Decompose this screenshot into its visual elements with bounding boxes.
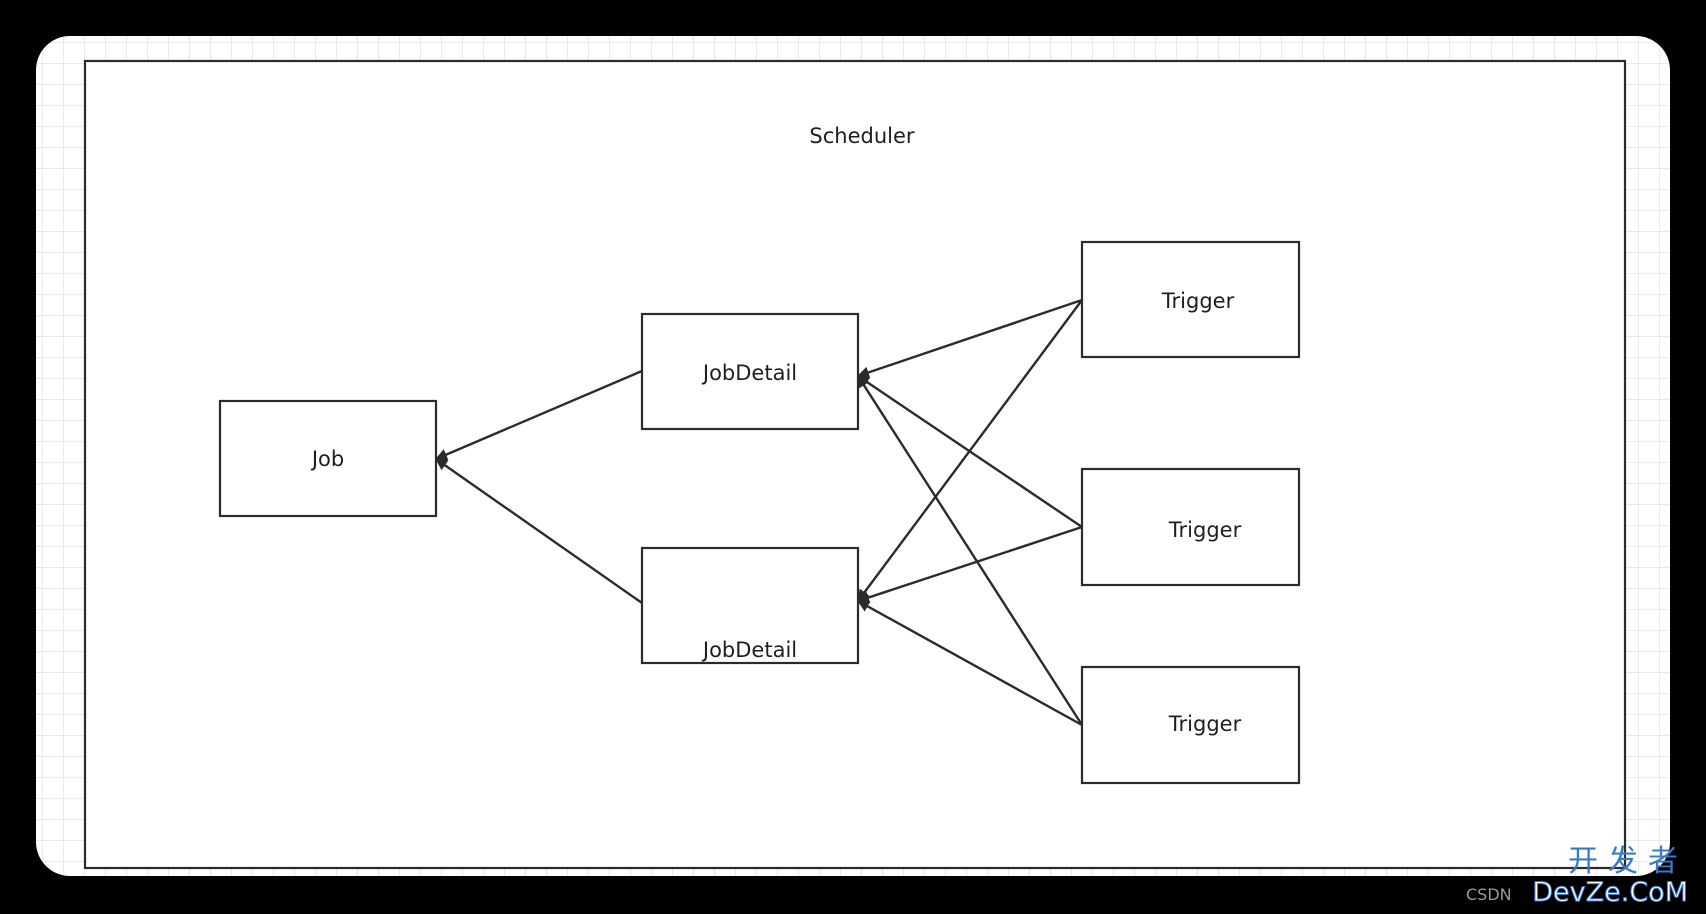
node-trigger-2[interactable]: Trigger — [1080, 467, 1301, 587]
node-jobdetail-2[interactable]: JobDetail — [640, 546, 860, 665]
edge-jobdetail-1-to-job[interactable] — [435, 369, 643, 461]
edge-trigger-1-to-jobdetail-1[interactable] — [857, 298, 1083, 379]
edge-trigger-2-to-jobdetail-1[interactable] — [857, 375, 1083, 528]
watermark-site-en: DevZe.CoM — [1532, 877, 1689, 909]
edge-trigger-3-to-jobdetail-1[interactable] — [856, 375, 1084, 726]
watermark-site-cn: 开发者 — [1568, 844, 1688, 879]
job-box[interactable] — [218, 399, 438, 518]
job-label: Job — [310, 447, 344, 471]
trigger-2-box[interactable] — [1080, 467, 1301, 587]
diagram-svg: Scheduler Job JobDetail JobDetail Tr — [83, 59, 1627, 870]
edge-jobdetail-2-to-job[interactable] — [435, 458, 643, 604]
edge-trigger-3-to-jobdetail-2[interactable] — [857, 599, 1083, 727]
watermark: 开发者 CSDN DevZe.CoM — [1466, 836, 1696, 909]
jobdetail-2-label: JobDetail — [701, 638, 797, 662]
trigger-1-box[interactable] — [1080, 240, 1301, 359]
jobdetail-1-box[interactable] — [640, 312, 860, 431]
diagram-canvas: Scheduler Job JobDetail JobDetail Tr — [36, 36, 1670, 876]
node-jobdetail-1[interactable]: JobDetail — [640, 312, 860, 431]
trigger-1-label: Trigger — [1161, 289, 1235, 313]
jobdetail-2-box[interactable] — [640, 546, 860, 665]
watermark-csdn: CSDN — [1466, 885, 1512, 904]
node-job[interactable]: Job — [218, 399, 438, 518]
scheduler-label: Scheduler — [809, 124, 914, 148]
jobdetail-1-label: JobDetail — [701, 361, 797, 385]
node-trigger-1[interactable]: Trigger — [1080, 240, 1301, 359]
trigger-3-label: Trigger — [1168, 712, 1242, 736]
trigger-2-label: Trigger — [1168, 518, 1242, 542]
node-trigger-3[interactable]: Trigger — [1080, 665, 1301, 785]
edges-layer — [435, 298, 1084, 727]
edge-trigger-2-to-jobdetail-2[interactable] — [857, 525, 1083, 604]
trigger-3-box[interactable] — [1080, 665, 1301, 785]
